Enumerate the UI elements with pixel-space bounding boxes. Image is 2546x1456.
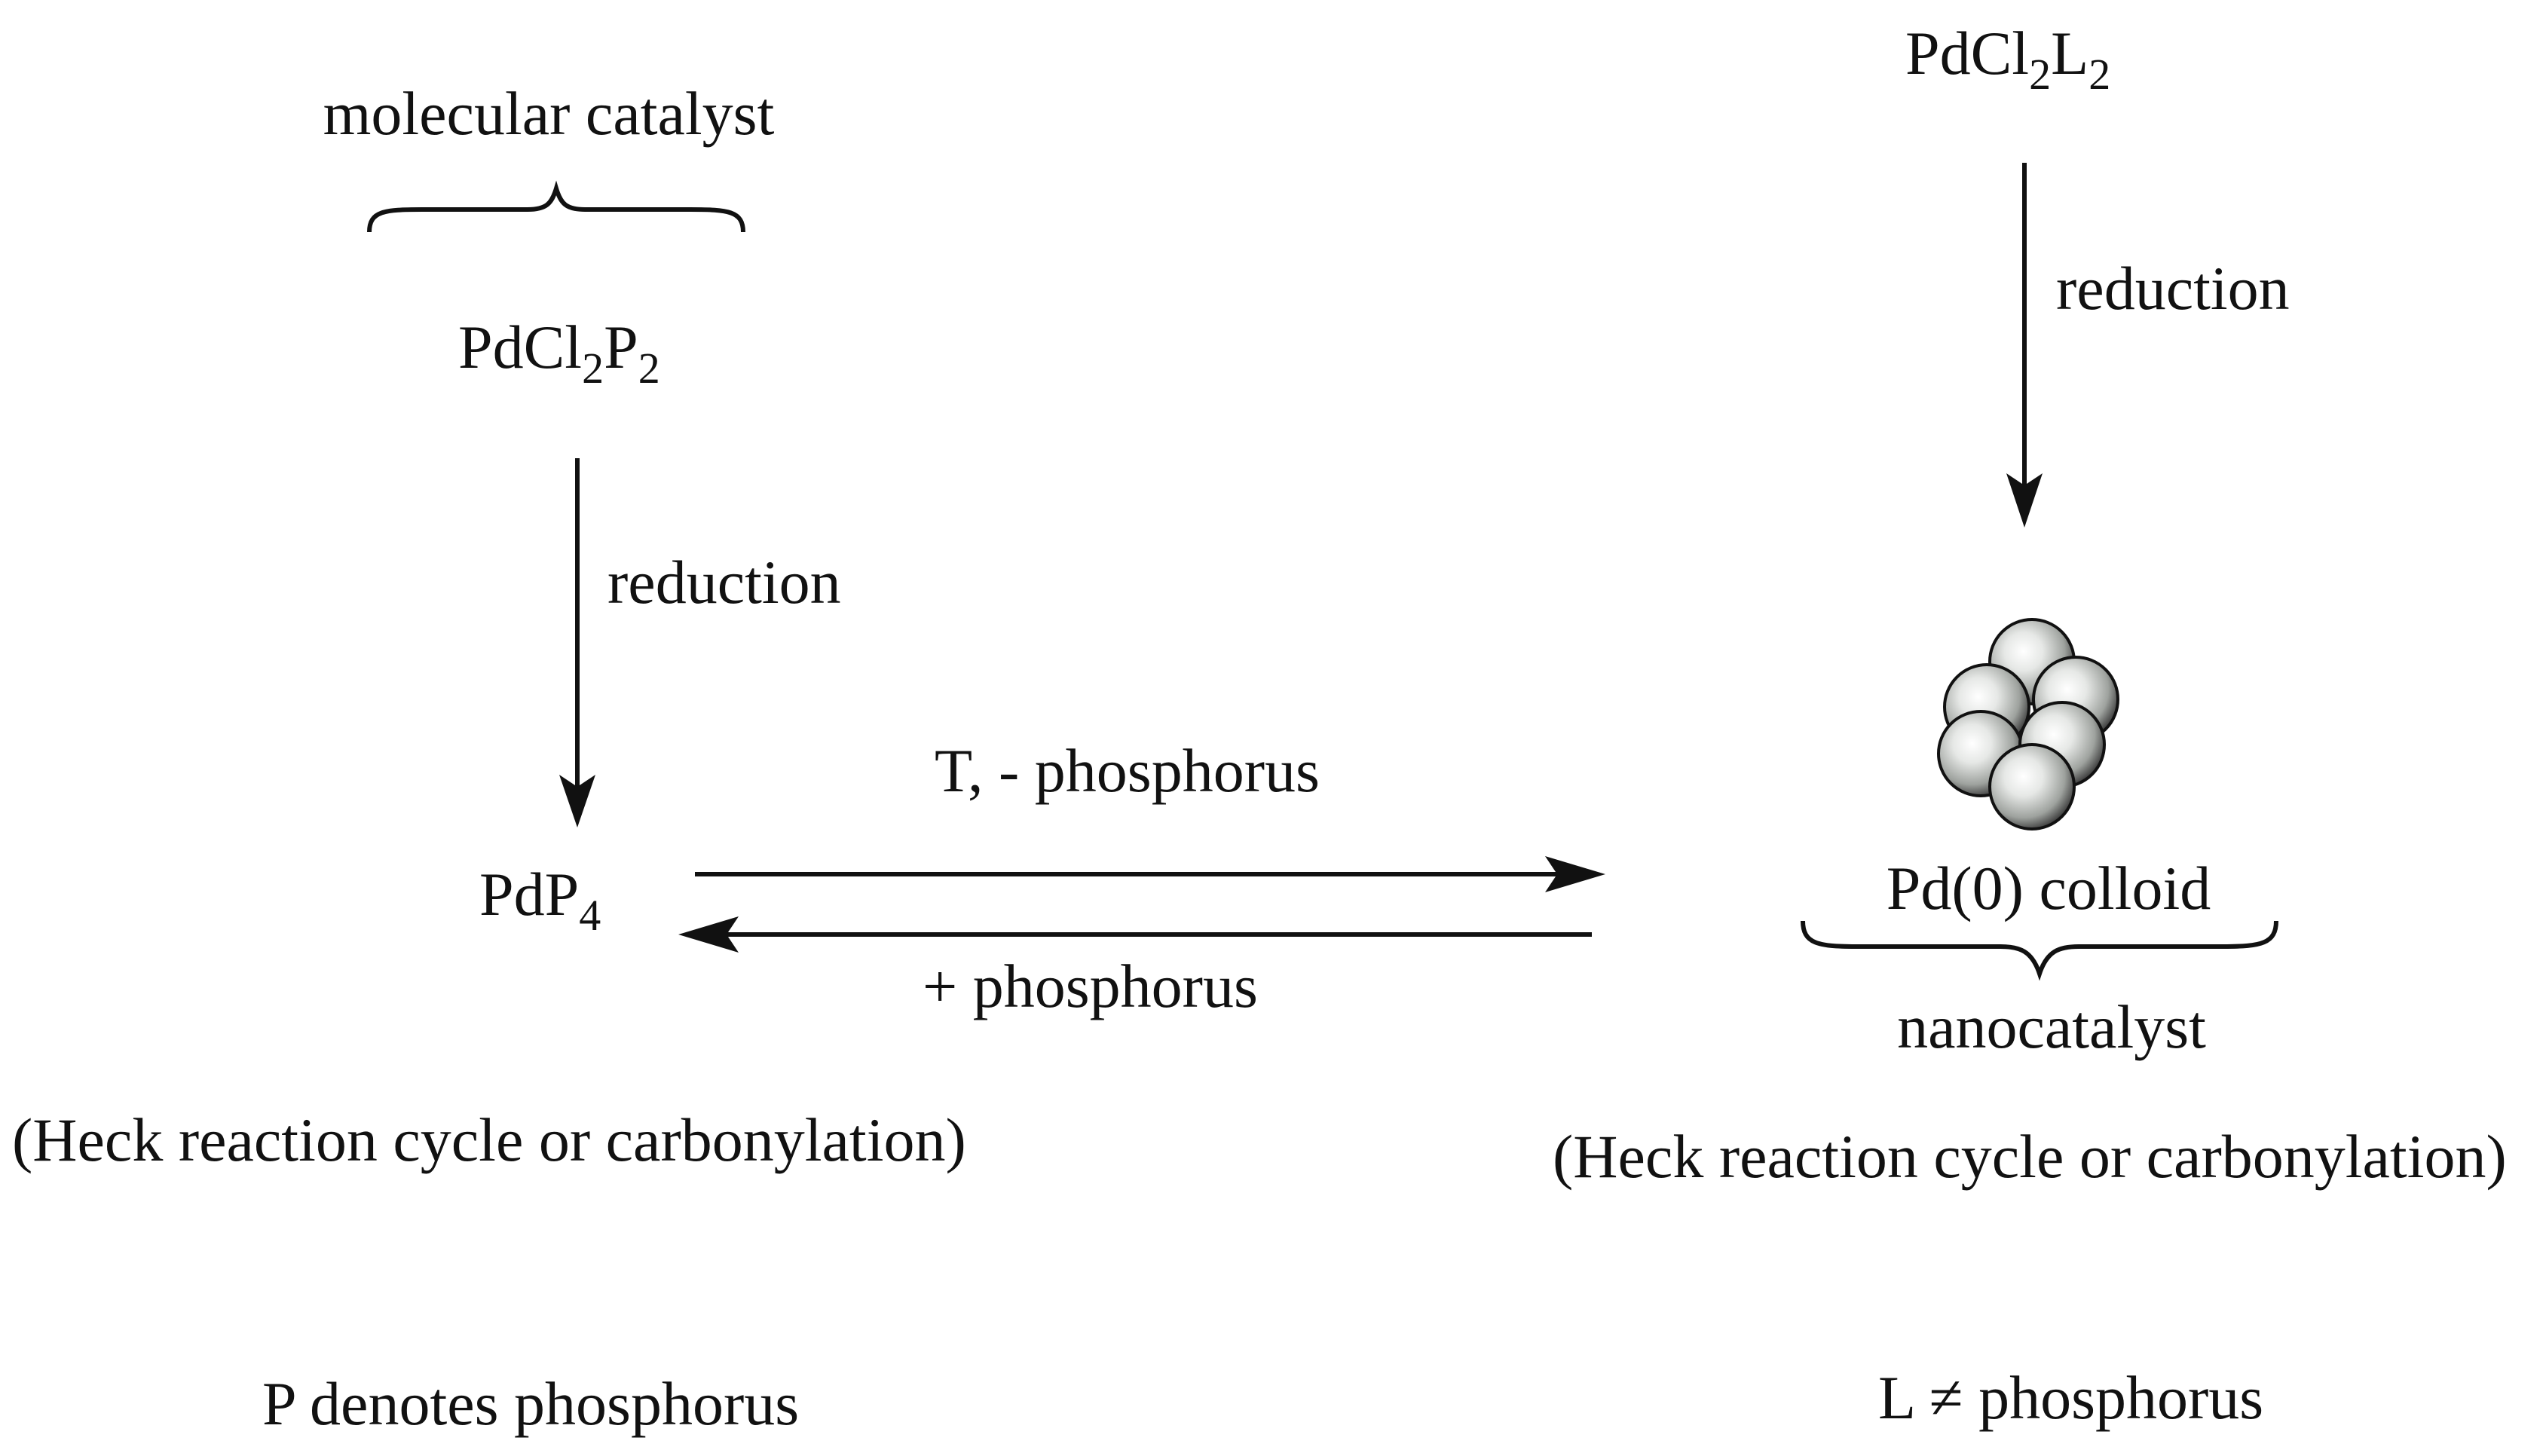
left-reduction-label: reduction	[607, 548, 841, 616]
forward-arrowhead	[1545, 856, 1605, 892]
nanocatalyst-label: nanocatalyst	[1897, 993, 2206, 1061]
colloid-cluster-image	[1937, 618, 2119, 830]
colloid-sphere	[1988, 743, 2076, 830]
molecular-catalyst-label: molecular catalyst	[323, 79, 775, 148]
right-reduction-arrowhead	[2006, 473, 2043, 528]
left-footnote: P denotes phosphorus	[262, 1369, 799, 1438]
right-reduction-label: reduction	[2056, 254, 2290, 323]
product-pdp4: PdP4	[479, 860, 601, 940]
reverse-arrowhead	[678, 916, 739, 953]
reverse-arrow-label: + phosphorus	[923, 952, 1258, 1020]
left-reduction-arrowhead	[559, 775, 595, 827]
forward-arrow-label: T, - phosphorus	[935, 736, 1320, 805]
right-footnote: L ≠ phosphorus	[1878, 1363, 2263, 1432]
nanocatalyst-brace	[1801, 920, 2278, 981]
not-equal-symbol: ≠	[1929, 1363, 1963, 1432]
precursor-pdcl2l2: PdCl2L2	[1905, 19, 2110, 99]
right-context-label: (Heck reaction cycle or carbonylation)	[1553, 1122, 2507, 1191]
molecular-catalyst-brace	[367, 180, 745, 233]
left-context-label: (Heck reaction cycle or carbonylation)	[12, 1106, 966, 1174]
precursor-pdcl2p2: PdCl2P2	[458, 313, 660, 393]
product-pd-colloid: Pd(0) colloid	[1887, 854, 2211, 922]
